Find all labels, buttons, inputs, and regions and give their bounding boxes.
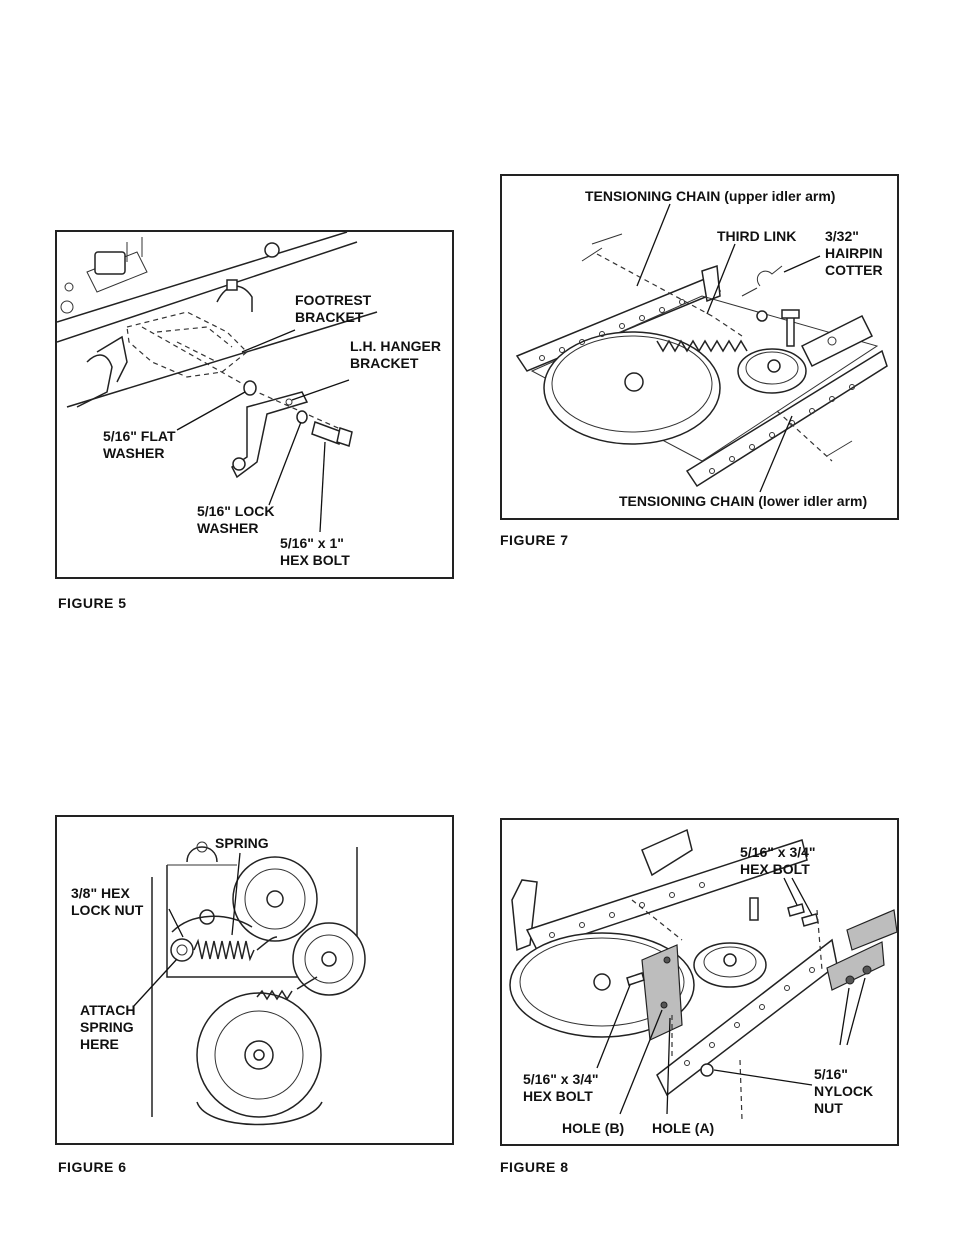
label-line: L.H. HANGER: [350, 338, 441, 354]
figure-7-panel: TENSIONING CHAIN (upper idler arm) THIRD…: [500, 174, 899, 520]
hex-lock-nut-label: 3/8" HEX LOCK NUT: [71, 885, 143, 919]
tensioning-chain-lower-label: TENSIONING CHAIN (lower idler arm): [619, 493, 868, 509]
figure-6-drawing: [132, 841, 366, 1126]
hairpin-cotter-label: 3/32" HAIRPIN COTTER: [825, 228, 883, 279]
figure-6-panel: SPRING 3/8" HEX LOCK NUT ATTACH SPRING H…: [55, 815, 454, 1145]
label-line: SPRING: [80, 1019, 134, 1035]
figure-8-drawing: [509, 828, 898, 1121]
label-line: 3/8" HEX: [71, 885, 130, 901]
figure-6-caption: FIGURE 6: [58, 1159, 127, 1175]
label-line: 5/16" x 1": [280, 535, 344, 551]
hole-a-label: HOLE (A): [652, 1120, 715, 1136]
label-line: LOCK NUT: [71, 902, 144, 918]
figure-7-drawing: [515, 203, 888, 493]
nylock-nut-label: 5/16" NYLOCK NUT: [814, 1066, 873, 1117]
lock-washer-label: 5/16" LOCK WASHER: [197, 503, 274, 537]
footrest-bracket-label: FOOTREST BRACKET: [295, 292, 371, 326]
figure-5-drawing: [57, 232, 378, 533]
hex-bolt-label: 5/16" x 1" HEX BOLT: [280, 535, 350, 569]
label-line: 5/16": [814, 1066, 848, 1082]
label-line: WASHER: [103, 445, 165, 461]
figure-8-panel: 5/16" x 3/4" HEX BOLT 5/16" x 3/4" HEX B…: [500, 818, 899, 1146]
label-line: 5/16" x 3/4": [523, 1071, 599, 1087]
label-line: HEX BOLT: [523, 1088, 593, 1104]
hanger-bracket-label: L.H. HANGER BRACKET: [350, 338, 441, 372]
hole-b-label: HOLE (B): [562, 1120, 625, 1136]
label-line: NUT: [814, 1100, 843, 1116]
attach-spring-label: ATTACH SPRING HERE: [80, 1002, 135, 1053]
third-link-label: THIRD LINK: [717, 228, 797, 244]
label-line: 5/16" LOCK: [197, 503, 275, 519]
label-line: 5/16" x 3/4": [740, 844, 816, 860]
label-line: BRACKET: [350, 355, 419, 371]
label-line: ATTACH: [80, 1002, 136, 1018]
figure-7-caption: FIGURE 7: [500, 532, 569, 548]
hex-bolt-top-label: 5/16" x 3/4" HEX BOLT: [740, 844, 816, 878]
spring-label: SPRING: [215, 835, 269, 851]
label-line: NYLOCK: [814, 1083, 874, 1099]
label-line: BRACKET: [295, 309, 364, 325]
label-line: HAIRPIN: [825, 245, 883, 261]
label-line: HEX BOLT: [280, 552, 350, 568]
label-line: 3/32": [825, 228, 859, 244]
figure-5-panel: FOOTREST BRACKET L.H. HANGER BRACKET 5/1…: [55, 230, 454, 579]
figure-8-caption: FIGURE 8: [500, 1159, 569, 1175]
label-line: COTTER: [825, 262, 883, 278]
label-line: 5/16" FLAT: [103, 428, 176, 444]
label-line: WASHER: [197, 520, 259, 536]
flat-washer-label: 5/16" FLAT WASHER: [103, 428, 176, 462]
hex-bolt-left-label: 5/16" x 3/4" HEX BOLT: [523, 1071, 599, 1105]
tensioning-chain-upper-label: TENSIONING CHAIN (upper idler arm): [585, 188, 836, 204]
label-line: FOOTREST: [295, 292, 372, 308]
label-line: HEX BOLT: [740, 861, 810, 877]
label-line: HERE: [80, 1036, 119, 1052]
figure-5-caption: FIGURE 5: [58, 595, 127, 611]
